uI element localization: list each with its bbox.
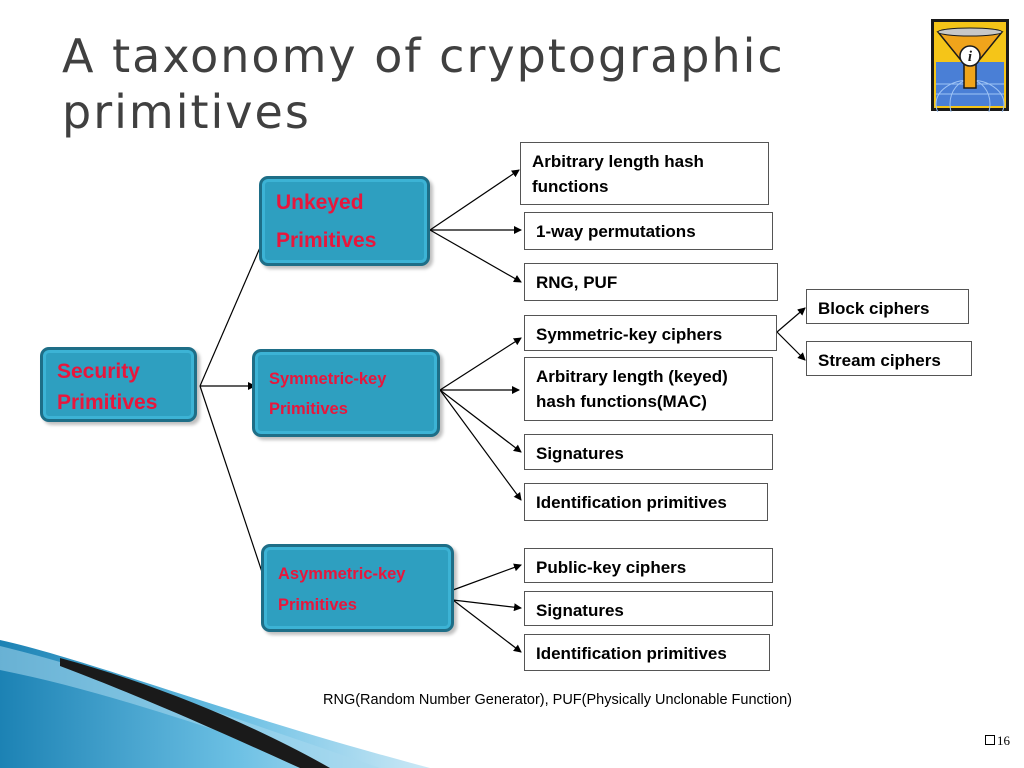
- leaf-symmetric-signatures: Signatures: [524, 434, 773, 470]
- leaf-rng-puf: RNG, PUF: [524, 263, 778, 301]
- leaf-asymmetric-identification: Identification primitives: [524, 634, 770, 671]
- node-label-line2: Primitives: [276, 229, 377, 252]
- svg-text:i: i: [968, 49, 973, 65]
- decorative-swoosh: [0, 640, 430, 768]
- leaf-public-key-ciphers: Public-key ciphers: [524, 548, 773, 583]
- leaf-block-ciphers: Block ciphers: [806, 289, 969, 324]
- page-title: A taxonomy of cryptographic primitives: [62, 29, 785, 139]
- node-label-line2: Primitives: [269, 400, 348, 418]
- page-number-value: 16: [997, 733, 1010, 748]
- node-label-line1: Asymmetric-key: [278, 565, 406, 583]
- leaf-keyed-hash-mac: Arbitrary length (keyed) hash functions(…: [524, 357, 773, 421]
- footnote: RNG(Random Number Generator), PUF(Physic…: [323, 692, 792, 708]
- asymmetric-key-primitives-node: Asymmetric-key Primitives: [261, 544, 454, 632]
- leaf-arbitrary-length-hash: Arbitrary length hash functions: [520, 142, 769, 205]
- leaf-symmetric-key-ciphers: Symmetric-key ciphers: [524, 315, 777, 351]
- leaf-stream-ciphers: Stream ciphers: [806, 341, 972, 376]
- symmetric-key-primitives-node: Symmetric-key Primitives: [252, 349, 440, 437]
- leaf-asymmetric-signatures: Signatures: [524, 591, 773, 626]
- leaf-symmetric-identification: Identification primitives: [524, 483, 768, 521]
- node-label-line1: Unkeyed: [276, 191, 364, 214]
- node-label-line1: Symmetric-key: [269, 370, 387, 388]
- leaf-one-way-permutations: 1-way permutations: [524, 212, 773, 250]
- page-number: 16: [985, 733, 1010, 749]
- node-label-line2: Primitives: [278, 596, 357, 614]
- security-primitives-node: Security Primitives: [40, 347, 197, 422]
- node-label-line2: Primitives: [57, 391, 158, 414]
- checkbox-bullet-icon: [985, 735, 995, 745]
- node-label-line1: Security: [57, 360, 140, 383]
- unkeyed-primitives-node: Unkeyed Primitives: [259, 176, 430, 266]
- funnel-info-icon: i: [931, 19, 1009, 112]
